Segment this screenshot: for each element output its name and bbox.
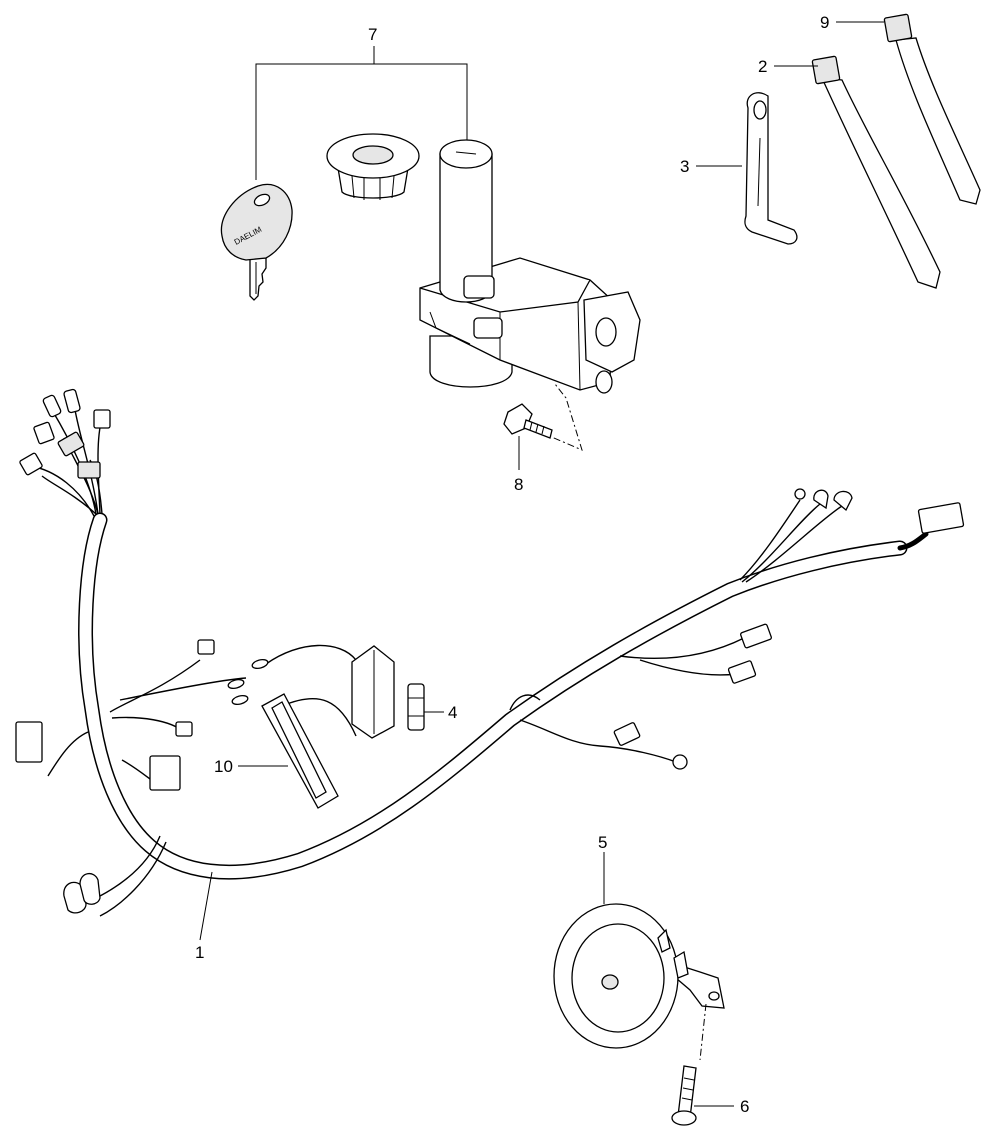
callout-1-leader: [199, 871, 213, 941]
callout-5: 5: [598, 833, 607, 852]
callout-6: 6: [740, 1097, 749, 1116]
band-bracket: [744, 92, 798, 245]
callout-4: 4: [448, 703, 457, 722]
horn: [553, 903, 725, 1049]
ignition-switch-assembly: [419, 139, 641, 394]
ignition-bolt: [503, 403, 553, 439]
key-cover-cap: [326, 133, 420, 200]
cable-tie-2: [811, 55, 941, 289]
callout-7-leader: [255, 46, 468, 180]
callout-7: 7: [368, 25, 377, 44]
cable-tie-9: [883, 13, 981, 205]
callout-1: 1: [195, 943, 204, 962]
rubber-holder: [261, 693, 339, 809]
ignition-key: DAELIM: [220, 183, 293, 301]
callout-8: 8: [514, 475, 523, 494]
callout-9: 9: [820, 13, 829, 32]
horn-screw: [671, 1003, 707, 1126]
callout-3: 3: [680, 157, 689, 176]
callout-8-leader: [518, 383, 583, 470]
callout-2: 2: [758, 57, 767, 76]
callout-10: 10: [214, 757, 233, 776]
fuse: [407, 683, 425, 731]
harness-connectors: [15, 388, 965, 914]
wiring-harness: [29, 403, 929, 917]
